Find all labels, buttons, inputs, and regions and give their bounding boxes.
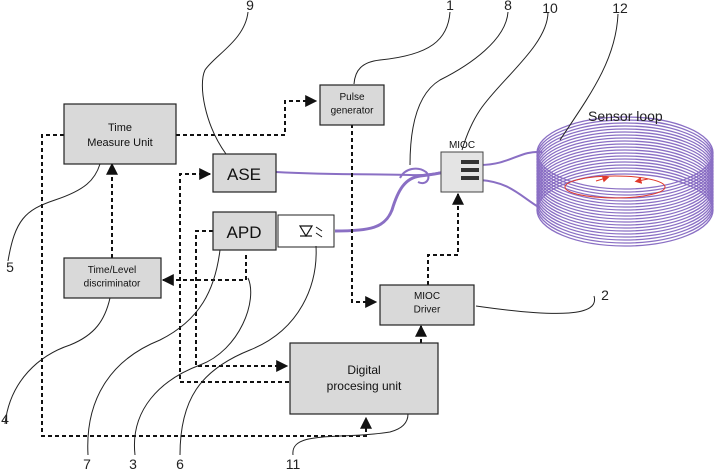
ref-7: 7 bbox=[83, 456, 91, 472]
ref-8: 8 bbox=[504, 0, 512, 13]
ase-label: ASE bbox=[227, 165, 261, 184]
ref-9: 9 bbox=[246, 0, 254, 13]
ref-1: 1 bbox=[446, 0, 454, 13]
ase-block: ASE bbox=[212, 153, 277, 193]
mioc-label: MIOC bbox=[449, 140, 475, 151]
sensor-loop-label: Sensor loop bbox=[588, 108, 663, 124]
apd-label: APD bbox=[227, 223, 262, 242]
ref-10: 10 bbox=[542, 0, 558, 16]
rotation-indicator bbox=[564, 175, 666, 199]
apd-block: APD bbox=[212, 211, 277, 251]
ref-4: 4 bbox=[1, 411, 9, 427]
photodiode-icon bbox=[277, 214, 335, 248]
ref-5: 5 bbox=[6, 259, 14, 275]
sensor-loop-coil bbox=[536, 116, 714, 247]
mioc-block: MIOC bbox=[440, 140, 484, 193]
leader-lines bbox=[4, 11, 619, 456]
signal-lines bbox=[41, 95, 464, 437]
ref-3: 3 bbox=[129, 456, 137, 472]
ref-6: 6 bbox=[176, 456, 184, 472]
ref-2: 2 bbox=[601, 287, 609, 303]
ref-12: 12 bbox=[612, 0, 628, 16]
reference-numbers: 1 2 3 4 5 6 7 8 9 10 11 12 bbox=[1, 0, 628, 472]
ref-11: 11 bbox=[286, 456, 301, 472]
